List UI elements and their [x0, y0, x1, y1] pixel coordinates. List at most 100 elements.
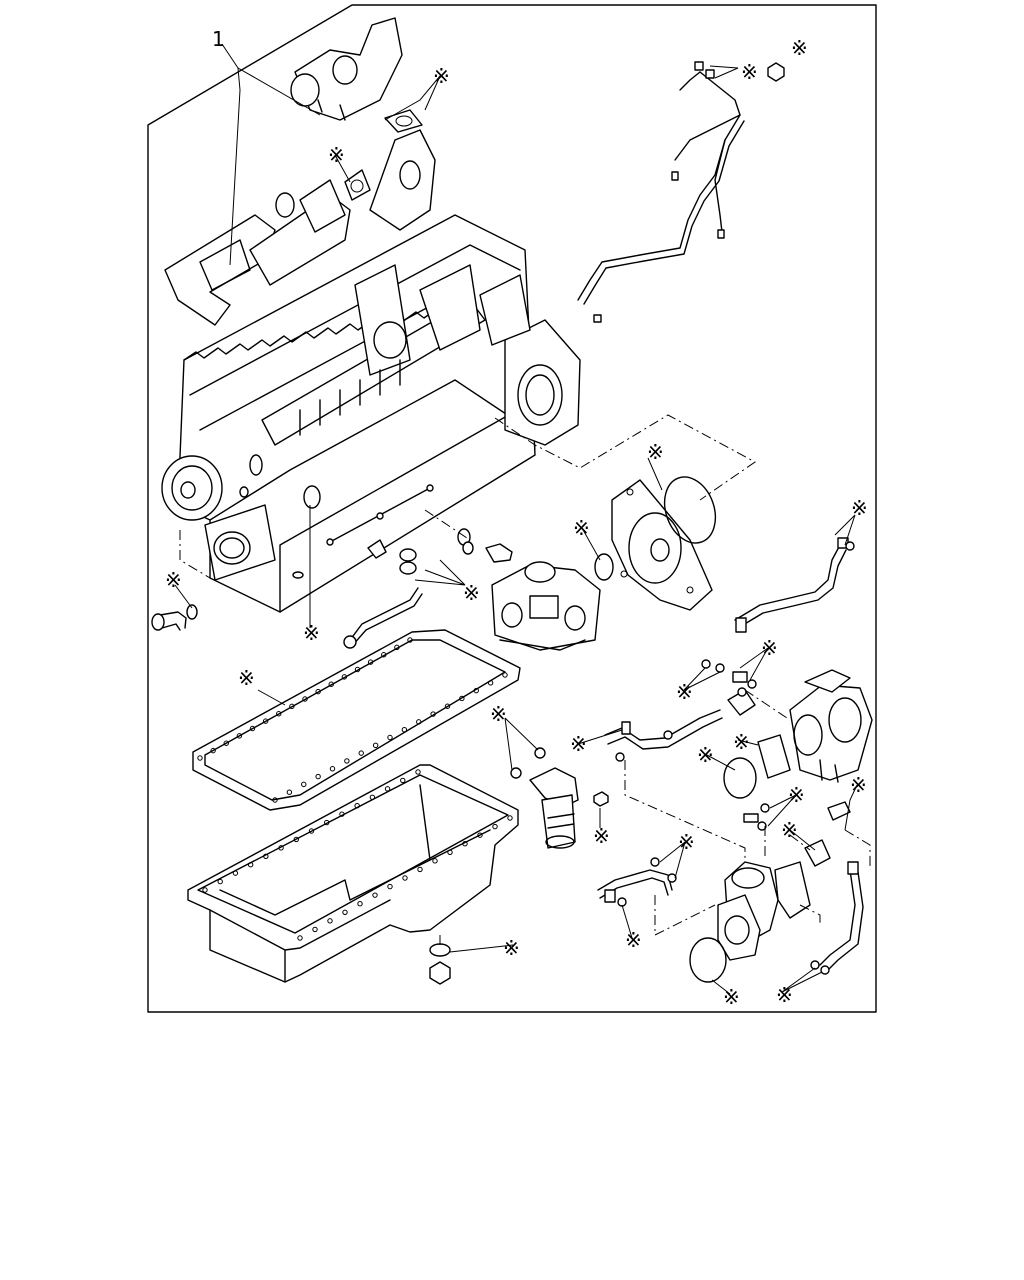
gasket-bolt-hole — [354, 666, 361, 673]
pan-bolt-hole — [507, 815, 513, 821]
gasket-bolt-hole — [249, 725, 256, 732]
drain-plug-washer — [429, 943, 451, 957]
turbo-oil-pipe — [734, 544, 847, 629]
repeat-mark: ※ — [678, 830, 695, 854]
kit-frame — [147, 4, 877, 1013]
turbo-oil-pipe-fitting — [735, 617, 747, 633]
breather-pipe — [349, 587, 423, 647]
water-pipe-o-ring — [186, 604, 198, 620]
repeat-mark: ※ — [463, 581, 480, 605]
intake-manifold-assembly — [164, 17, 436, 326]
breather-pipe-end — [343, 635, 357, 649]
washer-g — [650, 857, 660, 867]
repeat-mark: ※ — [791, 36, 808, 60]
washer-j — [810, 960, 820, 970]
water-pipe-end — [151, 613, 165, 631]
compressor-pipe-right — [819, 869, 864, 971]
gasket-bolt-hole — [344, 758, 350, 764]
bracket — [367, 539, 387, 559]
pan-bolt-hole — [339, 811, 345, 817]
turbo-o-ring — [723, 757, 757, 799]
pan-bolt-hole — [462, 841, 468, 847]
pan-bolt-hole — [400, 777, 406, 784]
repeat-mark: ※ — [741, 60, 758, 84]
gasket-bolt-hole — [430, 711, 436, 717]
repeat-mark: ※ — [625, 928, 642, 952]
washer-i — [617, 897, 627, 907]
pan-bolt-hole — [324, 819, 330, 826]
repeat-mark: ※ — [761, 636, 778, 660]
water-pipe — [159, 611, 187, 631]
repeat-mark: ※ — [697, 743, 714, 767]
gasket-bolt-hole — [210, 747, 216, 754]
washer-c — [747, 679, 757, 689]
pipe-washer — [845, 541, 855, 551]
washer-m — [757, 821, 767, 831]
return-pipe-fitting — [621, 721, 631, 735]
repeat-mark: ※ — [570, 732, 587, 756]
washer-h — [667, 873, 677, 883]
engine-block — [161, 214, 581, 613]
repeat-mark: ※ — [328, 143, 345, 167]
repeat-mark: ※ — [573, 516, 590, 540]
washer-a — [701, 659, 711, 669]
gasket-bolt-hole — [341, 674, 348, 680]
repeat-mark: ※ — [733, 730, 750, 754]
washer-pump-2 — [462, 541, 474, 555]
gasket-bolt-hole — [329, 766, 336, 772]
gasket-bolt-hole — [401, 726, 408, 733]
pan-bolt-hole — [357, 901, 363, 907]
pan-bolt-hole — [312, 926, 318, 933]
repeat-mark: ※ — [490, 702, 507, 726]
pan-bolt-hole — [432, 858, 438, 864]
pan-bolt-hole — [263, 853, 269, 859]
oil-pan-gasket — [192, 629, 521, 811]
turbo-return-pipe — [604, 709, 723, 750]
pipe-right-fitting — [847, 861, 859, 875]
filter-o-ring-b — [534, 747, 546, 759]
gasket-bolt-hole — [301, 781, 307, 788]
union-bolt — [804, 839, 831, 867]
pan-bolt-hole — [342, 909, 348, 915]
repeat-mark: ※ — [303, 621, 320, 645]
gasket-bolt-hole — [394, 644, 400, 651]
filter-o-ring-a — [510, 767, 522, 779]
gasket-bolt-hole — [372, 742, 379, 749]
pan-bolt-hole — [417, 866, 423, 873]
gasket-bolt-hole — [223, 740, 229, 746]
inlet-gasket — [275, 192, 295, 218]
repeat-mark: ※ — [593, 824, 610, 848]
pan-bolt-hole — [247, 862, 254, 868]
gasket-bolt-hole — [236, 733, 243, 739]
pan-bolt-hole — [202, 887, 208, 893]
turbo-flange — [757, 734, 791, 779]
union-fitting — [732, 671, 748, 683]
pan-bolt-hole — [232, 870, 239, 876]
pan-bolt-hole — [372, 892, 378, 898]
pipe-left-fitting — [604, 889, 616, 903]
gasket-bolt-hole — [272, 797, 278, 803]
washer-d — [737, 687, 747, 697]
gasket-bolt-hole — [315, 688, 321, 695]
pan-bolt-hole — [293, 836, 299, 843]
gasket-bolt-hole — [444, 703, 451, 709]
pan-bolt-hole — [369, 794, 376, 800]
repeat-mark: ※ — [788, 783, 805, 807]
gasket-bolt-hole — [487, 680, 494, 686]
pan-bolt-hole — [327, 918, 333, 924]
pan-bolt-hole — [477, 832, 483, 838]
gasket-bolt-hole — [387, 734, 393, 741]
oil-filter — [529, 767, 579, 849]
gasket-bolt-hole — [302, 696, 308, 702]
pan-bolt-hole — [308, 828, 315, 834]
repeat-mark: ※ — [647, 440, 664, 464]
nut — [767, 62, 785, 82]
gasket-bolt-hole — [473, 687, 479, 694]
banjo-bolt — [485, 543, 513, 563]
compressor-o-ring — [689, 937, 727, 983]
repeat-marks: ※※※※※※※※※※※※※※※※※※※※※※※※※※ — [165, 36, 868, 1009]
pan-bolt-hole — [354, 803, 360, 809]
drain-plug — [429, 961, 451, 985]
air-compressor — [717, 861, 811, 961]
reference-leaders — [174, 65, 858, 995]
